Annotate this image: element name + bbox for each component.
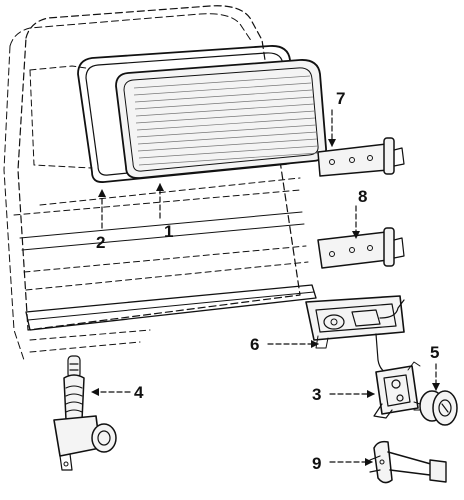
door-striker — [369, 440, 447, 484]
lock-cylinder — [413, 390, 458, 426]
callout-8: 8 — [358, 187, 367, 206]
callout-labels: 1 2 3 4 5 6 7 8 9 — [96, 89, 439, 473]
callout-2: 2 — [96, 233, 105, 252]
door-lock — [373, 361, 421, 419]
latch-handle-assembly — [305, 295, 405, 375]
upper-hinge — [317, 137, 405, 177]
callout-4: 4 — [134, 383, 144, 402]
callout-5: 5 — [430, 343, 439, 362]
callout-6: 6 — [250, 335, 259, 354]
door-panel — [3, 5, 317, 361]
callout-3: 3 — [312, 385, 321, 404]
callout-1: 1 — [164, 222, 173, 241]
door-lock-actuator — [53, 355, 117, 471]
window-glass — [115, 59, 327, 179]
callout-leader-lines — [91, 109, 440, 466]
callout-9: 9 — [312, 454, 321, 473]
callout-7: 7 — [336, 89, 345, 108]
lower-hinge — [317, 227, 405, 269]
